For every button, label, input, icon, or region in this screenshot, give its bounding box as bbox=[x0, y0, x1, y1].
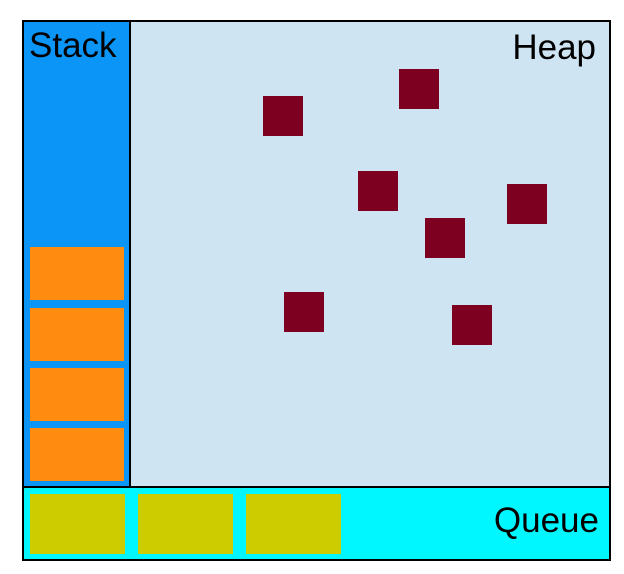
queue-message bbox=[246, 494, 341, 554]
queue-label: Queue bbox=[493, 501, 599, 540]
heap-object bbox=[452, 305, 492, 345]
heap-object bbox=[507, 184, 547, 224]
stack-frame bbox=[30, 247, 124, 300]
queue-region: Queue bbox=[22, 486, 611, 561]
stack-label: Stack bbox=[29, 26, 117, 65]
stack-frame bbox=[30, 368, 124, 421]
queue-message bbox=[30, 494, 125, 554]
heap-object bbox=[425, 218, 465, 258]
stack-frame bbox=[30, 428, 124, 481]
stack-frame bbox=[30, 308, 124, 361]
heap-object bbox=[399, 69, 439, 109]
queue-message bbox=[138, 494, 233, 554]
heap-region: Heap bbox=[131, 20, 611, 489]
heap-object bbox=[358, 171, 398, 211]
stack-region: Stack bbox=[22, 20, 131, 489]
heap-object bbox=[284, 292, 324, 332]
heap-object bbox=[263, 96, 303, 136]
heap-label: Heap bbox=[512, 28, 596, 67]
